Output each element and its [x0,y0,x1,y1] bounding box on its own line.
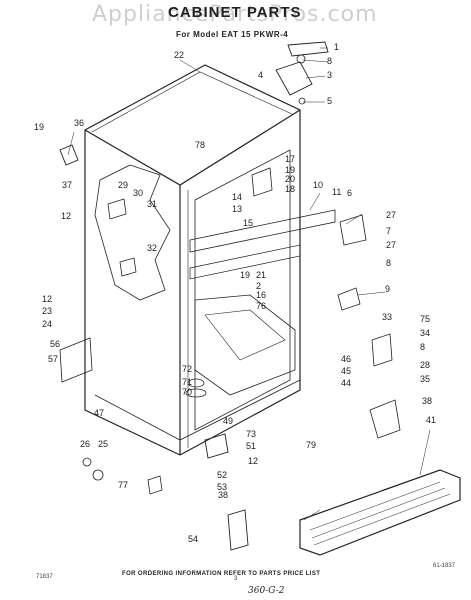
part-callout: 27 [386,240,396,250]
part-callout: 21 [256,270,266,280]
part-callout: 70 [182,387,192,397]
part-callout: 26 [80,439,90,449]
part-callout: 28 [420,360,430,370]
part-callout: 56 [50,339,60,349]
part-callout: 52 [217,470,227,480]
part-callout: 37 [62,180,72,190]
part-callout: 13 [232,204,242,214]
part-callout: 6 [347,188,352,198]
part-callout: 11 [332,187,341,197]
part-callout: 75 [420,314,430,324]
toe-grille-41 [299,469,461,556]
part-callout: 78 [195,140,205,150]
part-callout: 53 [217,482,227,492]
part-callout: 18 [285,184,295,194]
part-callout: 36 [74,118,84,128]
part-callout: 1 [334,42,339,52]
part-callout: 73 [246,429,256,439]
rail-10 [189,209,336,253]
part-callout: 76 [256,301,266,311]
part-callout: 33 [382,312,392,322]
part-callout: 3 [327,70,332,80]
part-callout: 19 [240,270,250,280]
part-callout: 41 [426,415,436,425]
part-callout: 46 [341,354,351,364]
part-callout: 12 [42,294,52,304]
part-callout: 10 [313,180,323,190]
watermark: AppliancePartsPros.com [92,2,378,27]
part-callout: 19 [34,122,44,132]
part-callout: 5 [327,96,332,106]
part-callout: 71 [182,377,192,387]
ordering-note: FOR ORDERING INFORMATION REFER TO PARTS … [122,571,321,577]
part-callout: 27 [386,210,396,220]
part-callout: 45 [341,366,351,376]
part-callout: 12 [248,456,258,466]
bottom-tray-76 [194,294,296,396]
part-callout: 25 [98,439,108,449]
rail-15 [189,244,301,280]
part-callout: 8 [420,342,425,352]
part-callout: 57 [48,354,58,364]
inner-liner [194,149,291,431]
insulation-cutaway [94,164,171,301]
part-callout: 16 [256,290,266,300]
part-callout: 9 [385,284,390,294]
cabinet-outline [84,64,301,456]
hinge-3 [275,61,313,96]
part-callout: 17 [285,154,295,164]
part-callout: 30 [133,188,143,198]
part-callout: 15 [243,218,253,228]
model-subtitle: For Model EAT 15 PKWR-4 [176,30,289,39]
part-callout: 4 [258,70,263,80]
part-callout: 32 [147,243,157,253]
hinge-cover-1 [287,41,329,57]
part-callout: 7 [386,226,391,236]
part-callout: 51 [246,441,256,451]
part-callout: 24 [42,319,52,329]
part-callout: 19 [285,165,295,175]
part-callout: 23 [42,306,52,316]
part-callout: 8 [327,56,332,66]
cabinet-top-edge [84,109,301,186]
part-callout: 38 [422,396,432,406]
part-callout: 31 [147,199,157,209]
part-callout: 8 [386,258,391,268]
part-callout: 22 [174,50,184,60]
part-callout: 34 [420,328,430,338]
part-callout: 72 [182,364,192,374]
part-callout: 77 [118,480,128,490]
part-callout: 54 [188,534,198,544]
part-callout: 47 [94,408,104,418]
diagram-title: CABINET PARTS [168,4,302,21]
part-callout: 44 [341,378,351,388]
part-callout: 2 [256,281,261,291]
left-code: 71837 [36,574,53,580]
handwritten-note: 360-G-2 [248,586,285,596]
part-callout: 49 [223,416,233,426]
part-callout: 14 [232,192,242,202]
part-callout: 35 [420,374,430,384]
part-callout: 38 [218,490,228,500]
figure-code: 61-1837 [433,563,456,569]
part-callout: 20 [285,174,295,184]
part-callout: 29 [118,180,128,190]
part-callout: 12 [61,211,71,221]
page-number: 3 [234,576,238,582]
part-callout: 79 [306,440,316,450]
